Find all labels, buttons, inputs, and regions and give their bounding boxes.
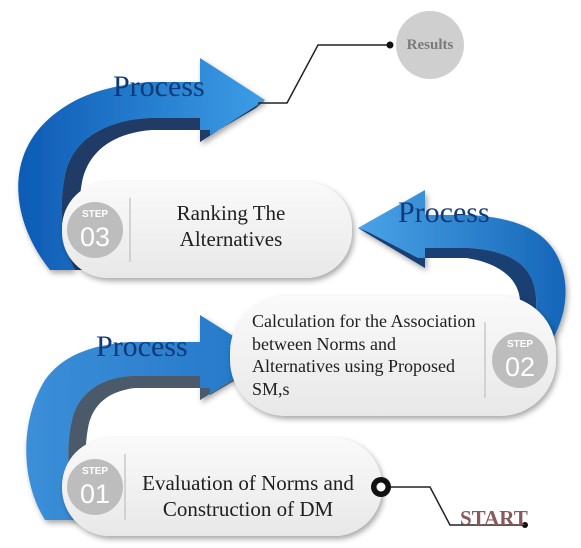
step-03-box — [62, 182, 352, 278]
results-circle — [396, 11, 464, 79]
step-03-word: STEP — [81, 209, 109, 220]
start-connector — [371, 477, 528, 528]
step-03-text: Ranking The Alternatives — [176, 201, 286, 252]
results-connector — [258, 11, 464, 104]
step-02-number: 02 — [504, 352, 536, 382]
step-01-number: 01 — [79, 479, 111, 509]
step-02-text: Calculation for the Association between … — [252, 311, 476, 399]
process-label-bottom: Process — [96, 330, 188, 363]
process-label-middle: Process — [398, 196, 490, 229]
middle-process-arrow — [358, 190, 566, 385]
start-label: START — [460, 506, 528, 530]
step-03-badge — [67, 202, 123, 258]
step-01-box — [62, 438, 382, 536]
step-01-text: Evaluation of Norms and Construction of … — [142, 471, 354, 522]
step-03-number: 03 — [79, 222, 111, 252]
results-label: Results — [406, 37, 454, 53]
step-01-badge — [67, 459, 123, 515]
step-01-word: STEP — [81, 466, 109, 477]
process-label-top: Process — [113, 70, 205, 103]
step-02-box — [230, 296, 556, 416]
step-02-badge — [492, 332, 548, 388]
step-02-word: STEP — [506, 339, 534, 350]
